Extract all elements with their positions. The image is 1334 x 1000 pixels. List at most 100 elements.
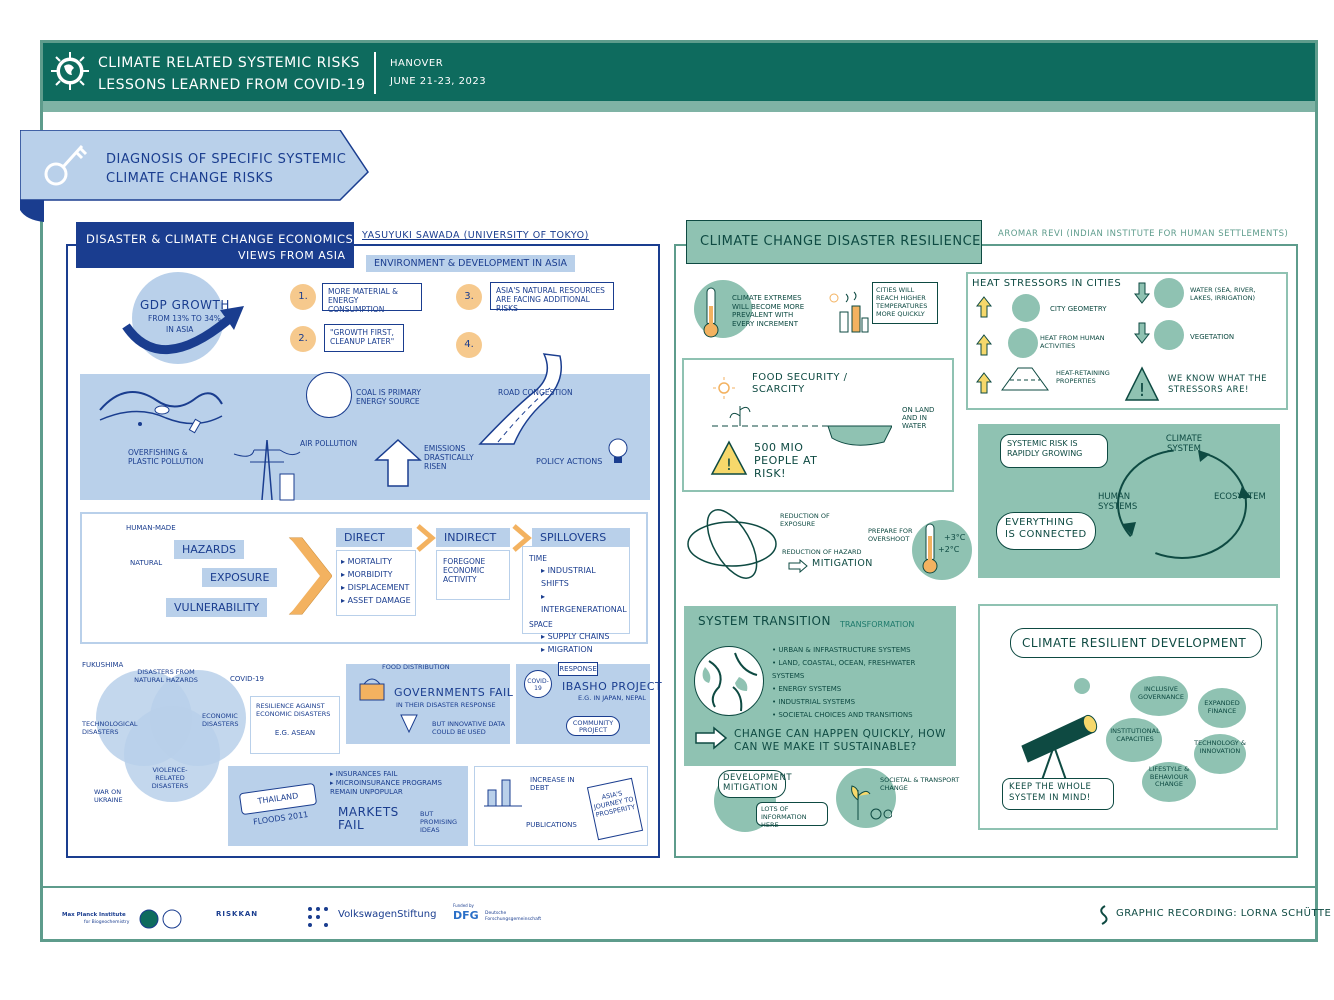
- heat-know: We know what the stressors are!: [1168, 374, 1268, 395]
- venn-technological: Technological disasters: [82, 720, 138, 736]
- crd-lifestyle: Lifestyle & behaviour change: [1148, 765, 1190, 788]
- item-1-box: More material & energy consumption: [322, 283, 422, 314]
- food-box: [682, 358, 954, 492]
- knot-icon: [684, 502, 780, 586]
- time-label: Time: [529, 554, 548, 563]
- item-1-number: 1.: [290, 284, 316, 310]
- telescope-icon: [1016, 706, 1112, 782]
- transition-item: Land, coastal, ocean, freshwater systems: [772, 657, 948, 683]
- cities-box: Cities will reach higher temperatures mo…: [872, 282, 938, 324]
- city-heat-icon: [826, 288, 872, 334]
- item-3-box: Asia's natural resources are facing addi…: [490, 282, 614, 313]
- debt-publications: Publications: [526, 821, 577, 829]
- direct-list-box: Mortality Morbidity Displacement Asset d…: [336, 550, 416, 616]
- venn-natural: Disasters from natural hazards: [134, 668, 198, 684]
- venn-war: War on Ukraine: [94, 788, 123, 804]
- item-3-text: Asia's natural resources are facing addi…: [496, 286, 605, 313]
- heat-down-item: Water (sea, river, lakes, irrigation): [1190, 286, 1256, 302]
- governments-sub: in their disaster response: [396, 701, 496, 709]
- hazards-tag: Hazards: [174, 540, 244, 559]
- systemic-bubble: Systemic risk is rapidly growing: [1000, 434, 1108, 468]
- spillovers-tag: Spillovers: [532, 528, 630, 547]
- crd-title: Climate Resilient Development: [1022, 636, 1247, 650]
- mitigation-label: Mitigation: [812, 558, 873, 569]
- markets-item: Microinsurance programs remain unpopular: [330, 779, 460, 797]
- transition-title: System transition: [698, 614, 831, 628]
- crd-inclusive: Inclusive governance: [1138, 685, 1184, 701]
- header-date: June 21-23, 2023: [390, 76, 487, 87]
- spillovers-box: Time Industrial shifts Intergenerational…: [522, 546, 630, 654]
- crd-institutional: Institutional capacities: [1110, 727, 1160, 743]
- food-land: On land and in water: [902, 406, 935, 430]
- resilience-box: Resilience against economic disasters e.…: [250, 696, 340, 754]
- shield-icon: [398, 712, 420, 734]
- road-label: Road congestion: [498, 388, 573, 397]
- footer-line: [43, 886, 1315, 888]
- emissions-arrow-icon: [372, 436, 424, 488]
- warning-icon: !: [710, 440, 748, 476]
- gdp-title: GDP Growth: [140, 298, 230, 312]
- dfg-funded: Funded by: [453, 903, 474, 908]
- food-distribution-label: Food distribution: [382, 663, 450, 671]
- systemic-ecosystem: Ecosystem: [1214, 492, 1266, 502]
- time-item: Industrial shifts: [541, 564, 623, 590]
- systemic-connected: Everything is connected: [1005, 517, 1087, 540]
- t2-label: +2°C: [938, 545, 960, 554]
- lifestyle-blob: [1142, 762, 1196, 802]
- covid-circle: [524, 670, 552, 698]
- poster-frame: [40, 40, 1318, 942]
- direct-list: Mortality Morbidity Displacement Asset d…: [341, 555, 411, 607]
- thermometer-icon: [700, 286, 722, 340]
- indirect-item: Foregone economic activity: [443, 557, 486, 584]
- space-item: Supply chains: [541, 630, 623, 643]
- ibasho-title: Ibasho project: [562, 680, 663, 693]
- time-list: Industrial shifts Intergenerational: [541, 564, 627, 616]
- heat-item: Heat-retaining properties: [1056, 369, 1110, 385]
- header-title-line2: Lessons Learned from Covid-19: [98, 77, 366, 93]
- direct-item: Asset damage: [341, 594, 411, 607]
- venn-fukushima: Fukushima: [82, 661, 124, 669]
- left-speaker: Yasuyuki Sawada (University of Tokyo): [362, 230, 589, 241]
- systemic-climate: Climate system: [1165, 434, 1203, 454]
- crd-keep: Keep the whole system in mind!: [1009, 782, 1092, 803]
- moon-icon: [1074, 678, 1090, 694]
- markets-but: But promising ideas: [420, 810, 458, 834]
- chevron-small-icon: [512, 524, 532, 552]
- header-title-line1: Climate Related Systemic Risks: [98, 55, 360, 71]
- vw-logo: VolkswagenStiftung: [338, 909, 437, 920]
- development-lots: Lots of information here: [761, 805, 807, 829]
- space-item: Migration: [541, 643, 623, 656]
- coal-icon: [306, 372, 352, 418]
- thermometer-circle: [694, 280, 752, 338]
- left-title-box: [76, 222, 354, 268]
- governments-but: But innovative data could be used: [432, 720, 506, 736]
- heat-title: Heat stressors in cities: [972, 278, 1122, 289]
- cycle-arrows-icon: [1102, 436, 1262, 572]
- water-drop-icon: [1154, 278, 1184, 308]
- crd-finance: Expanded finance: [1204, 699, 1240, 715]
- header-bar: [43, 43, 1315, 101]
- venn-covid: Covid-19: [230, 675, 264, 683]
- reduction-exposure: Reduction of exposure: [780, 512, 830, 528]
- bar-chart-icon: [482, 772, 524, 808]
- road-surface-icon: [1000, 366, 1050, 392]
- human-made-label: Human-made: [126, 524, 176, 532]
- inclusive-blob: [1130, 676, 1188, 716]
- transition-item: Urban & infrastructure systems: [772, 644, 948, 657]
- food-risk: 500 Mio people at risk!: [754, 441, 818, 480]
- dfg-logo: DFG: [453, 909, 479, 922]
- sun-icon: [712, 376, 736, 400]
- right-title: Climate Change Disaster Resilience: [700, 234, 981, 249]
- svg-text:!: !: [726, 455, 732, 474]
- venn-economic: Economic disasters: [202, 712, 239, 728]
- governments-title: Governments fail: [394, 686, 514, 699]
- transition-transformation: Transformation: [840, 620, 915, 629]
- arrow-up-icon: [975, 334, 993, 356]
- connected-bubble: Everything is connected: [996, 512, 1096, 550]
- overfishing-label: Overfishing & plastic pollution: [128, 448, 204, 466]
- natural-label: Natural: [130, 559, 163, 567]
- warning-icon: !: [1124, 366, 1160, 402]
- arrow-up-icon: [975, 372, 993, 394]
- heat-down-item: Vegetation: [1190, 333, 1235, 341]
- governments-card: [346, 664, 510, 744]
